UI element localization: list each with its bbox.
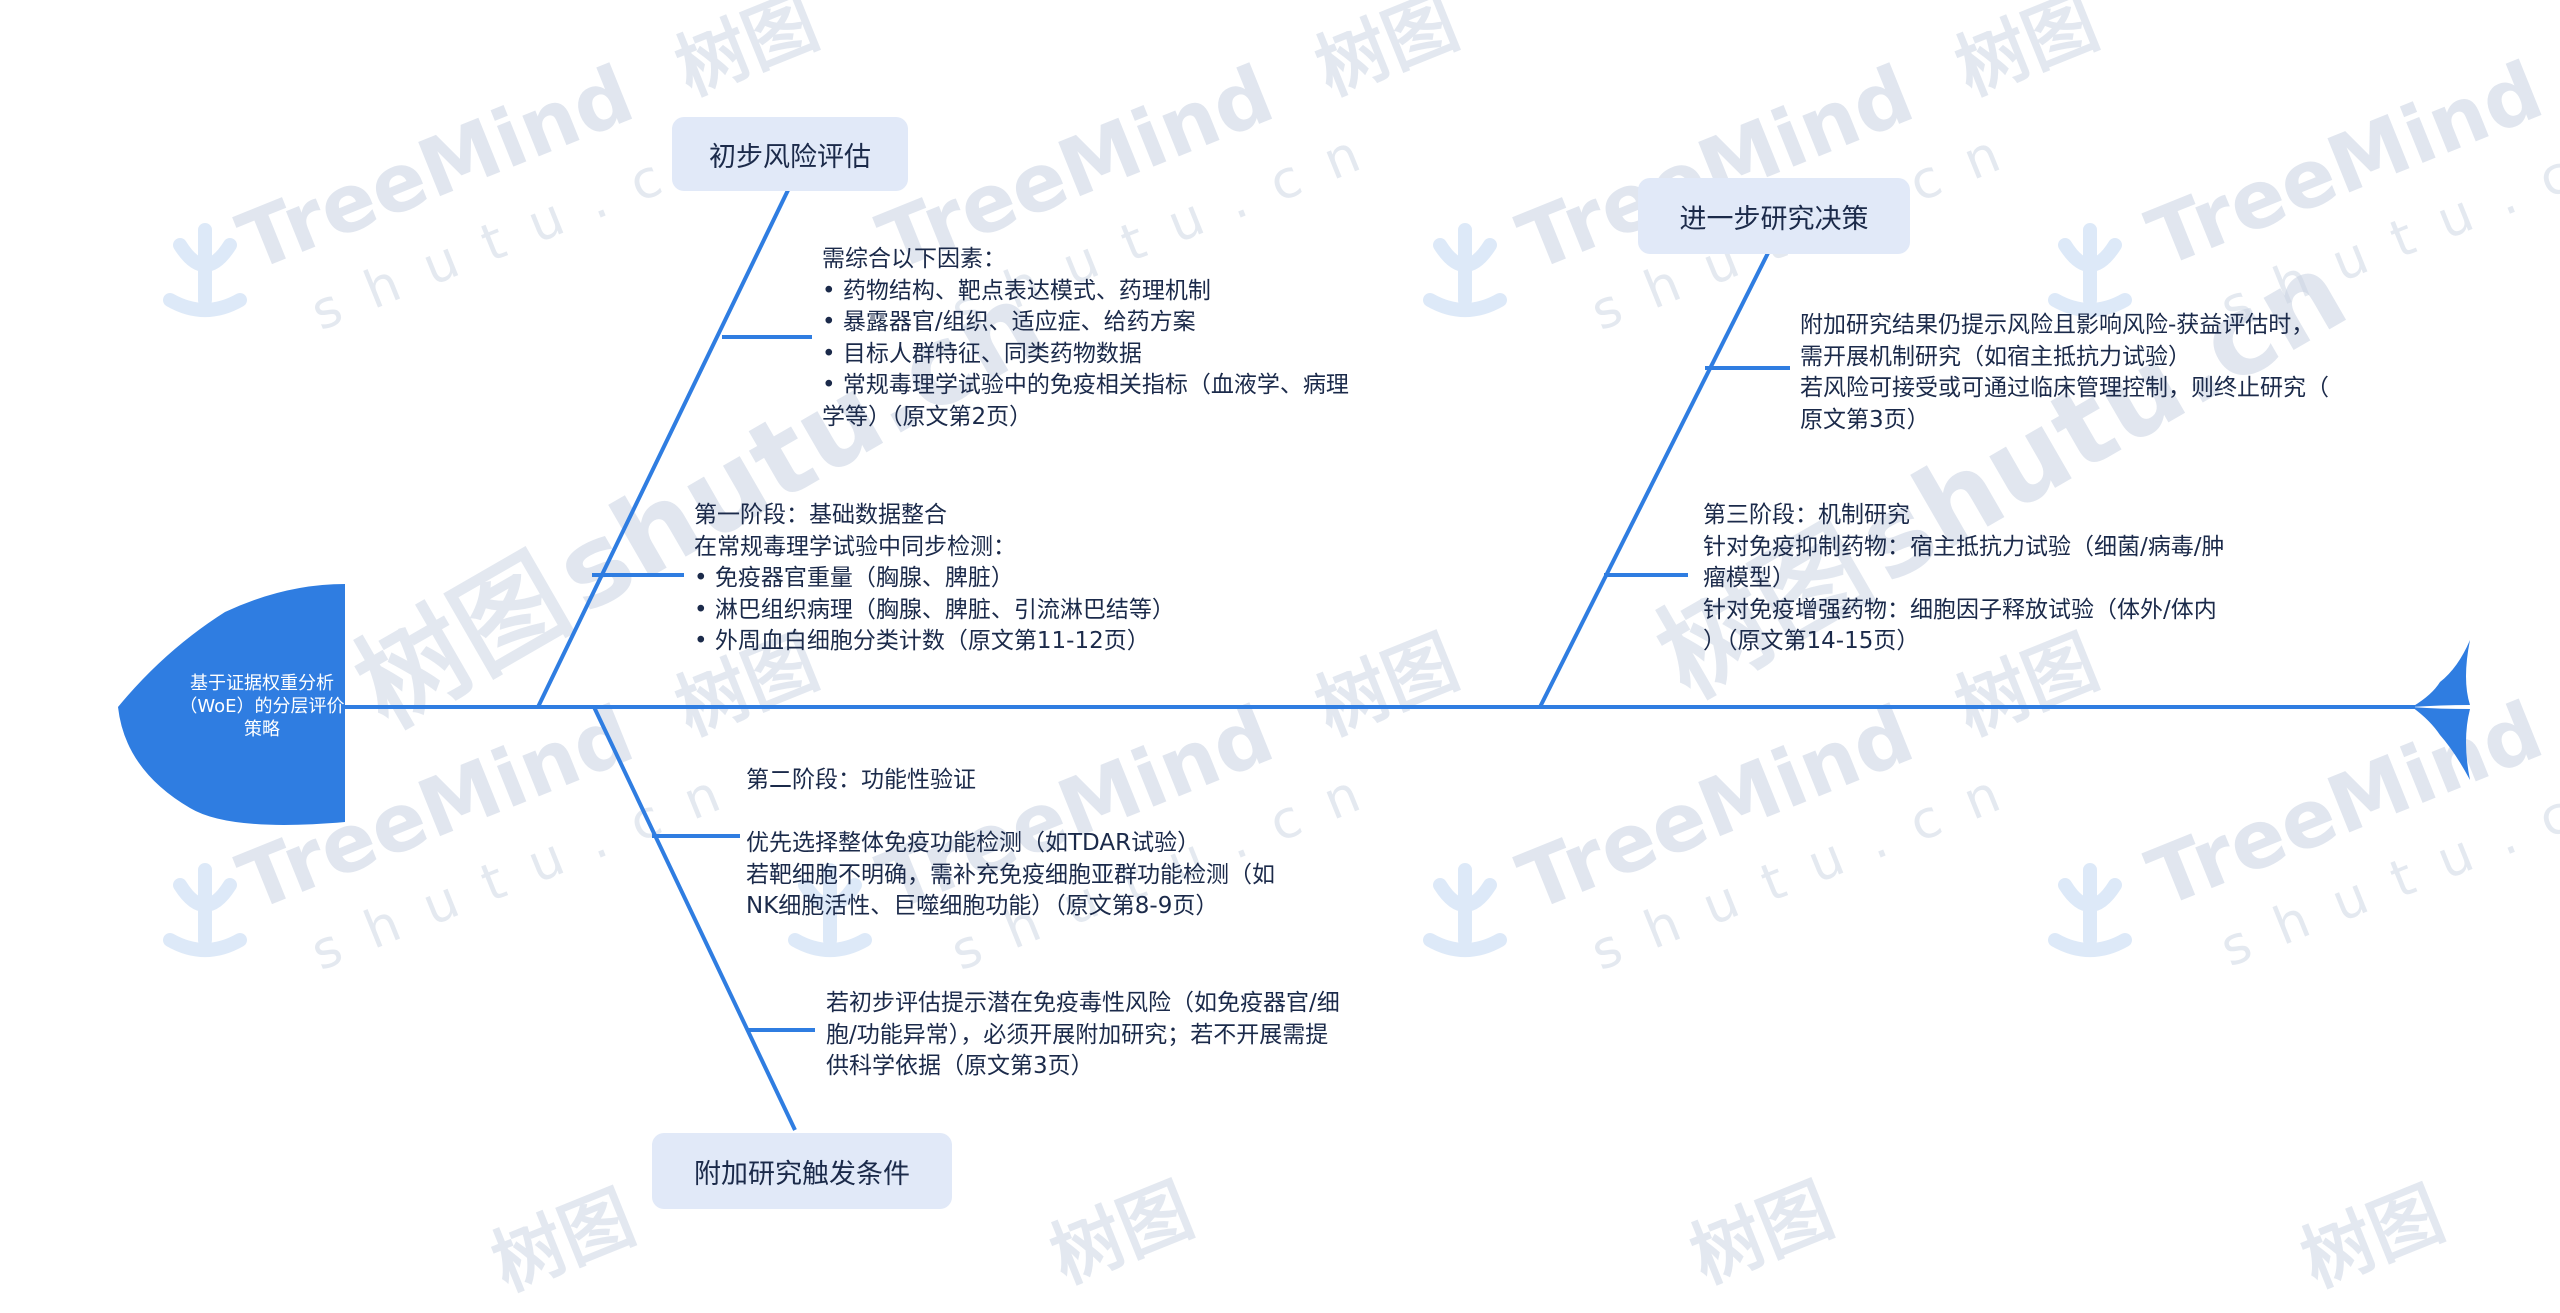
note-stage-three[interactable]: 第三阶段：机制研究 针对免疫抑制药物：宿主抵抗力试验（细菌/病毒/肿 瘤模型） … (1703, 502, 2225, 654)
root-topic-label[interactable]: 基于证据权重分析（WoE）的分层评价策略 (179, 673, 345, 740)
bone-branch-1 (536, 185, 792, 708)
note-stage-two[interactable]: 第二阶段：功能性验证 优先选择整体免疫功能检测（如TDAR试验） 若靶细胞不明确… (746, 767, 1275, 919)
note-stage-one[interactable]: 第一阶段：基础数据整合 在常规毒理学试验中同步检测： • 免疫器官重量（胸腺、脾… (694, 502, 1175, 654)
note-initial-factors[interactable]: 需综合以下因素： • 药物结构、靶点表达模式、药理机制 • 暴露器官/组织、适应… (822, 246, 1349, 430)
topic-further-study-decision[interactable]: 进一步研究决策 (1638, 178, 1910, 254)
bone-branch-2 (592, 706, 797, 1131)
topic-additional-study-trigger[interactable]: 附加研究触发条件 (652, 1133, 952, 1209)
topic-initial-risk-assessment[interactable]: 初步风险评估 (672, 117, 908, 191)
fish-tail (2412, 640, 2470, 780)
bone-branch-3 (1538, 252, 1770, 708)
fish-head (118, 584, 345, 825)
note-decision[interactable]: 附加研究结果仍提示风险且影响风险-获益评估时， 需开展机制研究（如宿主抵抗力试验… (1800, 312, 2329, 433)
note-trigger-condition[interactable]: 若初步评估提示潜在免疫毒性风险（如免疫器官/细 胞/功能异常），必须开展附加研究… (826, 990, 1340, 1079)
